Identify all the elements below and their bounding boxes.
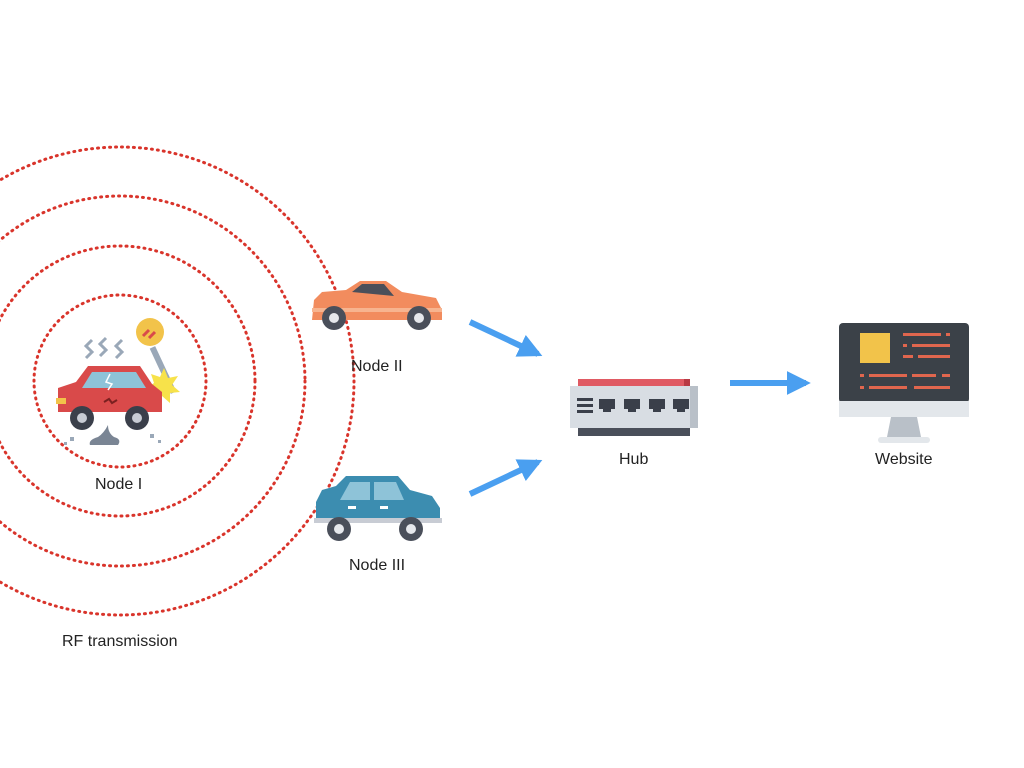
- website-label: Website: [875, 451, 933, 468]
- rf-transmission-label: RF transmission: [62, 633, 178, 650]
- arrow-node2-to-hub: [468, 319, 543, 357]
- rf-ring-1: [32, 293, 208, 469]
- network-switch-icon: [570, 379, 698, 436]
- monitor-icon: [839, 323, 969, 443]
- node-2-label: Node II: [351, 358, 403, 375]
- rf-ring-2: [0, 244, 257, 518]
- rf-ring-3: [0, 194, 307, 568]
- rf-ring-4: [0, 145, 356, 617]
- node-3-label: Node III: [349, 557, 406, 574]
- arrow-node3-to-hub: [468, 459, 543, 497]
- crashed-car-icon: [56, 318, 180, 445]
- node-1-label: Node I: [95, 476, 143, 493]
- connection-arrows: [468, 319, 811, 497]
- car-icon: [312, 281, 442, 330]
- rf-rings: [0, 145, 356, 617]
- hub-label: Hub: [619, 451, 649, 468]
- car-icon: [314, 476, 442, 541]
